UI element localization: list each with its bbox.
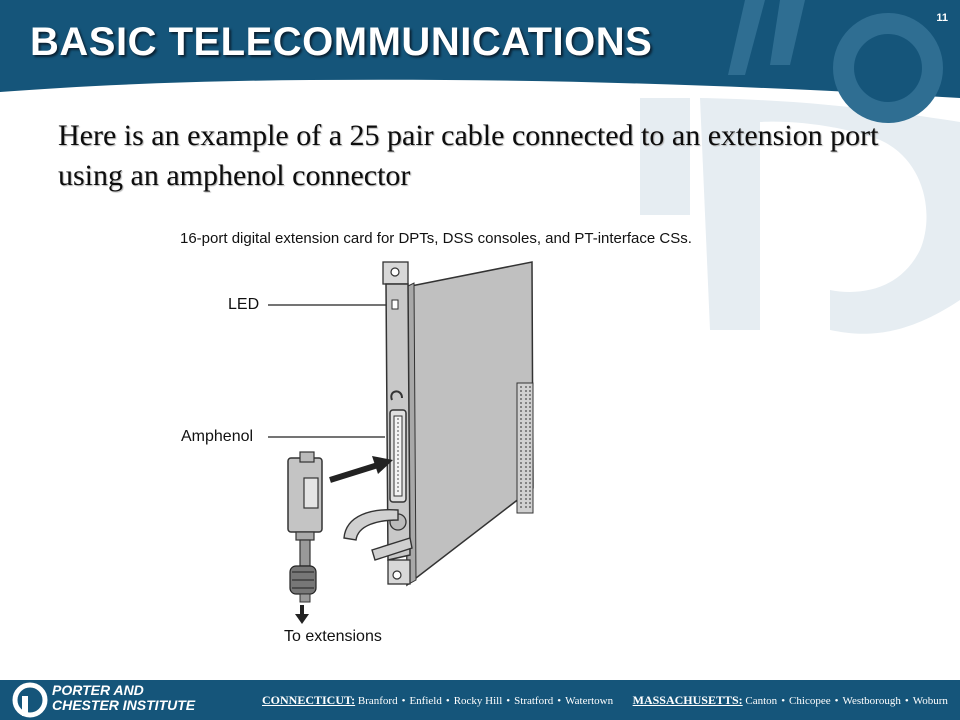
campus-locations: CONNECTICUT: Branford•Enfield•Rocky Hill…	[262, 693, 948, 708]
town-branford: Branford	[357, 695, 398, 707]
institute-name-line-1: PORTER AND	[52, 682, 144, 698]
footer-bar: PORTER AND CHESTER INSTITUTE CONNECTICUT…	[0, 680, 960, 720]
separator-dot: •	[904, 695, 909, 707]
down-arrow	[295, 605, 309, 624]
connecticut-label: CONNECTICUT:	[262, 693, 356, 707]
front-panel	[382, 261, 411, 585]
separator-dot: •	[834, 695, 839, 707]
amphenol-socket	[389, 390, 407, 503]
separator-dot: •	[401, 695, 406, 707]
town-canton: Canton	[745, 695, 778, 707]
separator-dot: •	[557, 695, 562, 707]
town-rocky-hill: Rocky Hill	[453, 695, 503, 707]
cable	[289, 539, 317, 603]
diagram-caption: 16-port digital extension card for DPTs,…	[180, 230, 692, 247]
insertion-arrow	[329, 456, 393, 483]
slide-title: BASIC TELECOMMUNICATIONS	[30, 20, 653, 64]
town-stratford: Stratford	[514, 695, 554, 707]
header-band	[0, 0, 960, 98]
institute-name: PORTER AND CHESTER INSTITUTE	[52, 683, 195, 713]
town-enfield: Enfield	[409, 695, 442, 707]
edge-connector	[516, 382, 534, 514]
town-chicopee: Chicopee	[789, 695, 831, 707]
separator-dot: •	[506, 695, 511, 707]
massachusetts-label: MASSACHUSETTS:	[632, 693, 743, 707]
separator-dot: •	[445, 695, 450, 707]
town-woburn: Woburn	[912, 695, 948, 707]
led-indicator	[391, 299, 399, 310]
cable-tie	[343, 508, 413, 561]
label-to-extensions: To extensions	[284, 628, 382, 645]
circuit-card	[405, 261, 534, 587]
label-led: LED	[228, 296, 260, 313]
separator-dot: •	[781, 695, 786, 707]
slide-body-text: Here is an example of a 25 pair cable co…	[58, 119, 879, 192]
header-p-emblem	[728, 0, 943, 123]
town-westborough: Westborough	[842, 695, 901, 707]
institute-logo-icon	[12, 682, 48, 718]
watermark-p-logo	[640, 98, 960, 334]
slide-number: 11	[936, 12, 948, 24]
amphenol-plug	[287, 451, 323, 541]
label-amphenol: Amphenol	[181, 428, 254, 445]
institute-name-line-2: CHESTER INSTITUTE	[52, 697, 196, 713]
town-watertown: Watertown	[565, 695, 614, 707]
